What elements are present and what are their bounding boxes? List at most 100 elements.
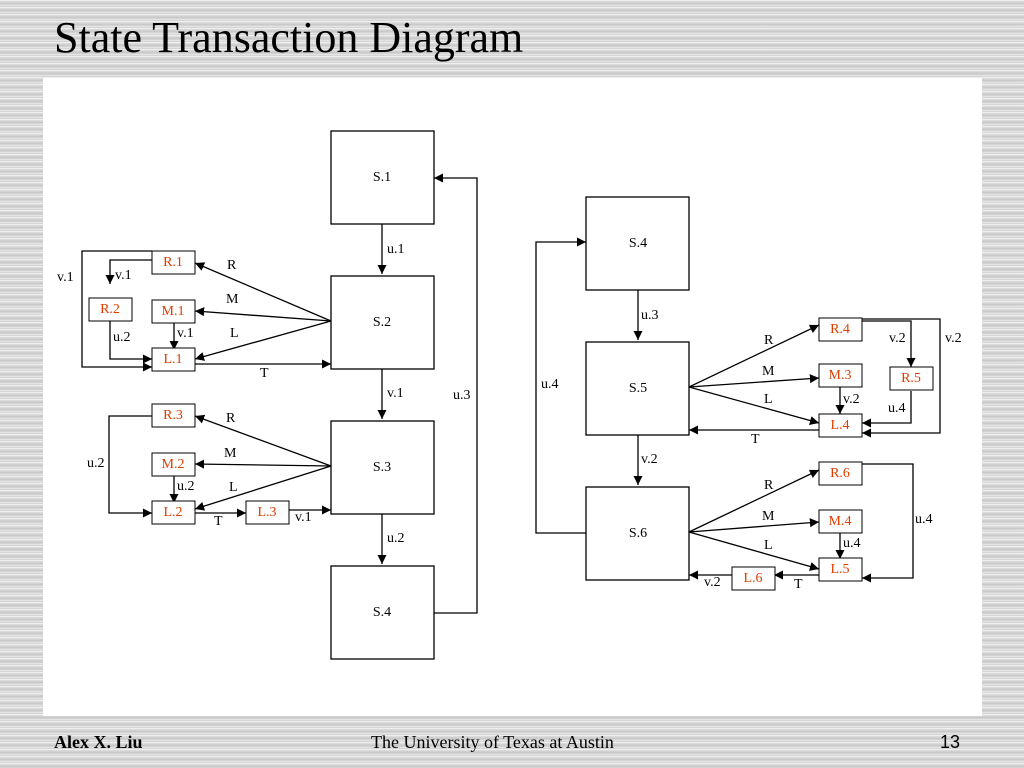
main-states: S.1 S.2 S.3 S.4 S.4 S.5 S.6 [330,130,690,660]
edge-s3-m2 [194,459,332,469]
edge-label: v.1 [387,386,404,401]
state-diagram: S.1 S.2 S.3 S.4 S.4 S.5 S.6 R.1 R.2 M.1 … [57,130,962,660]
edge-label: R [226,411,236,426]
edge-label: u.1 [387,242,405,257]
edge-r2-l1 [109,321,152,364]
substate-l1-label: L.1 [163,352,182,367]
substate-m4-box [818,509,863,534]
edge-label: T [214,514,223,529]
edge-label: v.2 [704,575,721,590]
edge-s6-m4 [688,518,820,533]
state-s4-bottom-box [330,565,435,660]
edge-label: u.2 [387,531,405,546]
edge-s3-l2 [194,465,332,511]
substate-r2-label: R.2 [100,302,120,317]
edge-label: v.2 [641,452,658,467]
state-s3-box [330,420,435,515]
edge-label: u.3 [453,388,471,403]
substate-m2-label: M.2 [162,457,185,472]
edge-s5-l4 [688,386,820,425]
substate-l4-label: L.4 [830,418,849,433]
edge-s3-r3 [194,414,332,467]
edge-labels: u.1 v.1 u.2 u.3 R M L T v.1 v.1 u.2 v.1 … [57,242,962,592]
state-s6-box [585,486,690,581]
edges [81,173,941,614]
substate-l2-box [151,500,196,525]
substate-l4-box [818,413,863,438]
edge-label: M [224,446,237,461]
edge-label: u.4 [843,536,861,551]
substate-r5-box [889,366,934,391]
state-s5-box [585,341,690,436]
edge-r1-l1 [81,250,152,372]
substate-m1-box [151,299,196,324]
edge-s6-r6 [688,469,820,533]
edge-r3-l2 [108,415,152,518]
substate-m2-box [151,452,196,477]
state-s1-label: S.1 [373,170,391,185]
edge-label: R [764,333,774,348]
footer-author: Alex X. Liu [54,732,143,752]
edge-s5-r4 [688,324,820,388]
edge-label: v.1 [115,268,132,283]
edge-r4-r5 [862,320,916,367]
substate-m4-label: M.4 [829,514,852,529]
substate-m3-box [818,363,863,388]
diagram-panel: S.1 S.2 S.3 S.4 S.4 S.5 S.6 R.1 R.2 M.1 … [43,78,982,716]
substate-l5-box [818,557,863,582]
edge-label: T [794,577,803,592]
edge-label: L [229,480,238,495]
slide-title: State Transaction Diagram [54,13,524,62]
edge-label: T [260,366,269,381]
edge-label: u.2 [113,330,131,345]
edge-label: v.2 [889,331,906,346]
edge-r5-l4 [862,391,912,428]
substate-m3-label: M.3 [829,368,852,383]
substate-l3-box [245,500,290,525]
edge-s6-l5 [688,531,820,571]
edge-s6-s4 [535,237,586,534]
edge-label: M [226,292,239,307]
state-s1-box [330,130,435,225]
substate-l3-label: L.3 [257,505,276,520]
substate-r4-label: R.4 [830,322,850,337]
edge-r4-l4 [862,318,941,438]
state-s4-label: S.4 [629,236,647,251]
state-s5-label: S.5 [629,381,647,396]
substate-l5-label: L.5 [830,562,849,577]
edge-s2-l1 [194,320,332,361]
substate-l6-box [731,566,776,591]
state-s4-bottom-label: S.4 [373,605,391,620]
state-s4-box [585,196,690,291]
edge-label: u.2 [177,479,195,494]
edge-label: v.2 [945,331,962,346]
edge-label: R [227,258,237,273]
edge-label: u.4 [888,401,906,416]
sub-states: R.1 R.2 M.1 L.1 R.3 M.2 L.2 L.3 R.4 M.3 … [88,250,934,591]
substate-r4-box [818,317,863,342]
substate-r3-label: R.3 [163,408,183,423]
edge-label: v.2 [843,392,860,407]
footer-organization: The University of Texas at Austin [371,732,614,752]
page-number: 13 [940,732,961,752]
edge-s2-r1 [194,262,332,322]
substate-r6-label: R.6 [830,466,850,481]
edge-s4-s1 [434,173,478,614]
edge-r6-l5 [862,463,914,583]
edge-label: u.4 [915,512,933,527]
substate-r3-box [151,403,196,428]
substate-m1-label: M.1 [162,304,185,319]
state-s3-label: S.3 [373,460,391,475]
edge-label: M [762,509,775,524]
edge-label: M [762,364,775,379]
edge-label: u.4 [541,377,559,392]
substate-r1-label: R.1 [163,255,183,270]
substate-l1-box [151,347,196,372]
substate-r5-label: R.5 [901,371,921,386]
edge-label: L [764,392,773,407]
state-s6-label: S.6 [629,526,647,541]
substate-r6-box [818,461,863,486]
edge-label: T [751,432,760,447]
state-s2-label: S.2 [373,315,391,330]
edge-label: R [764,478,774,493]
